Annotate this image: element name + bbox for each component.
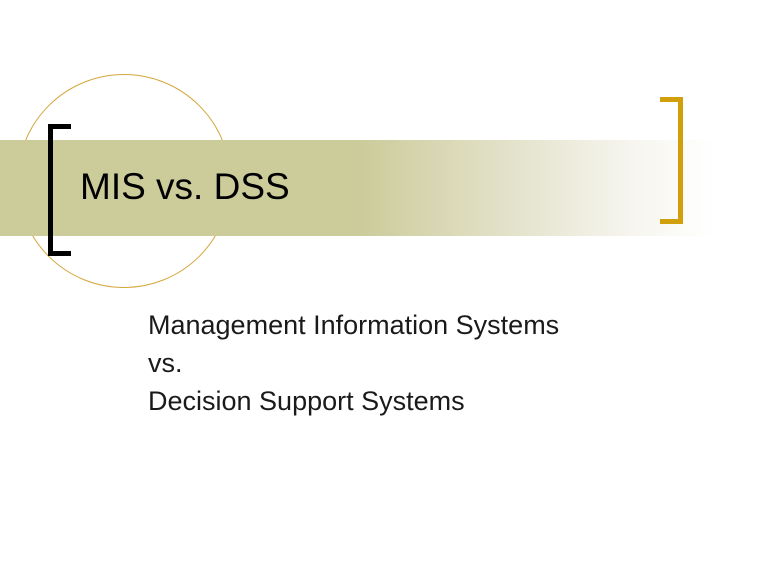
right-bracket-icon xyxy=(660,97,683,224)
slide-title: MIS vs. DSS xyxy=(80,166,290,207)
title-band xyxy=(0,140,716,236)
left-bracket-icon xyxy=(48,124,71,256)
subtitle-line-1: Management Information Systems xyxy=(148,310,560,340)
subtitle-line-2: vs. xyxy=(148,348,183,378)
slide-subtitle: Management Information Systems vs. Decis… xyxy=(148,306,559,420)
subtitle-line-3: Decision Support Systems xyxy=(148,386,465,416)
